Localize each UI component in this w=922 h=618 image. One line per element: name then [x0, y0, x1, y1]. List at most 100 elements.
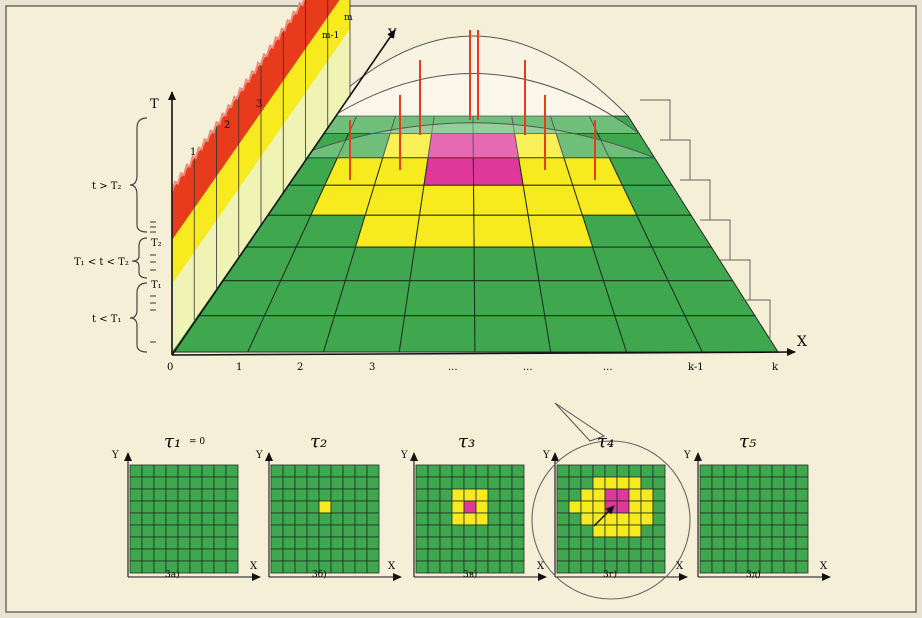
panel-1-caption: 3а): [165, 569, 180, 580]
grid-cell: [499, 476, 513, 490]
grid-cell: [616, 548, 630, 562]
grid-cell: [294, 560, 308, 574]
grid-cell: [475, 500, 489, 514]
grid-cell: [711, 512, 725, 526]
grid-cell: [318, 488, 332, 502]
panel-2-y: Y: [255, 450, 263, 461]
grid-cell: [213, 500, 227, 514]
grid-cell: [699, 524, 713, 538]
grid-cell: [306, 548, 320, 562]
grid-cell: [427, 476, 441, 490]
grid-cell: [628, 560, 642, 574]
grid-cell: [330, 548, 344, 562]
grid-cell: [415, 548, 429, 562]
grid-cell: [342, 512, 356, 526]
grid-cell: [129, 536, 143, 550]
grid-cell: [759, 488, 773, 502]
panel-4-gradient-arrow: [593, 505, 615, 527]
grid-cell: [225, 488, 239, 502]
grid-cell: [201, 464, 215, 478]
grid-cell: [141, 488, 155, 502]
grid-cell: [640, 512, 654, 526]
grid-cell: [568, 464, 582, 478]
grid-cell: [415, 476, 429, 490]
grid-cell: [723, 488, 737, 502]
grid-cell: [487, 464, 501, 478]
grid-cell: [153, 536, 167, 550]
grid-cell: [511, 500, 525, 514]
grid-cell: [604, 524, 618, 538]
floor-cell: [333, 280, 411, 317]
grid-cell: [592, 512, 606, 526]
grid-cell: [189, 560, 203, 574]
grid-cell: [415, 524, 429, 538]
grid-cell: [580, 464, 594, 478]
grid-cell: [189, 476, 203, 490]
grid-cell: [342, 500, 356, 514]
grid-cell: [580, 500, 594, 514]
grid-cell: [294, 464, 308, 478]
grid-cell: [723, 548, 737, 562]
floor-cell: [474, 315, 552, 353]
grid-cell: [213, 536, 227, 550]
panel-3-grid: [410, 452, 547, 581]
grid-cell: [270, 512, 284, 526]
grid-cell: [213, 488, 227, 502]
grid-cell: [415, 560, 429, 574]
floor-cell: [522, 184, 584, 216]
grid-cell: [189, 524, 203, 538]
grid-cell: [604, 488, 618, 502]
grid-cell: [711, 524, 725, 538]
grid-cell: [759, 476, 773, 490]
grid-cell: [318, 548, 332, 562]
grid-cell: [129, 524, 143, 538]
grid-cell: [499, 560, 513, 574]
grid-cell: [366, 500, 380, 514]
grid-cell: [201, 500, 215, 514]
grid-cell: [177, 488, 191, 502]
temperature-wall: [171, 0, 351, 352]
grid-cell: [640, 488, 654, 502]
grid-cell: [783, 560, 797, 574]
grid-cell: [616, 500, 630, 514]
grid-cell: [723, 536, 737, 550]
grid-cell: [213, 548, 227, 562]
grid-cell: [141, 512, 155, 526]
grid-cell: [628, 536, 642, 550]
grid-cell: [294, 536, 308, 550]
grid-cell: [177, 548, 191, 562]
grid-cell: [783, 476, 797, 490]
grid-cell: [282, 524, 296, 538]
temperature-profile-far: [317, 35, 629, 117]
side-step-line: [640, 99, 671, 140]
grid-cell: [366, 524, 380, 538]
grid-cell: [592, 476, 606, 490]
grid-cell: [342, 464, 356, 478]
grid-cell: [604, 536, 618, 550]
grid-cell: [189, 512, 203, 526]
panel-1-y: Y: [111, 450, 119, 461]
grid-cell: [699, 488, 713, 502]
grid-cell: [783, 500, 797, 514]
grid-cell: [129, 464, 143, 478]
grid-cell: [652, 512, 666, 526]
grid-cell: [628, 548, 642, 562]
x-tick-k-1: k-1: [688, 362, 704, 373]
grid-cell: [451, 500, 465, 514]
zone-label-middle: T₁ < t < T₂: [74, 257, 129, 268]
grid-cell: [499, 512, 513, 526]
grid-cell: [783, 512, 797, 526]
grid-cell: [306, 476, 320, 490]
floor-cell: [322, 315, 406, 353]
grid-cell: [616, 488, 630, 502]
grid-cell: [511, 536, 525, 550]
grid-cell: [640, 476, 654, 490]
grid-cell: [129, 548, 143, 562]
grid-cell: [795, 464, 809, 478]
grid-cell: [141, 476, 155, 490]
grid-cell: [568, 512, 582, 526]
grid-cell: [306, 488, 320, 502]
panel-5-title: τ₅: [739, 431, 756, 452]
side-step-line: [680, 179, 711, 220]
grid-cell: [487, 488, 501, 502]
